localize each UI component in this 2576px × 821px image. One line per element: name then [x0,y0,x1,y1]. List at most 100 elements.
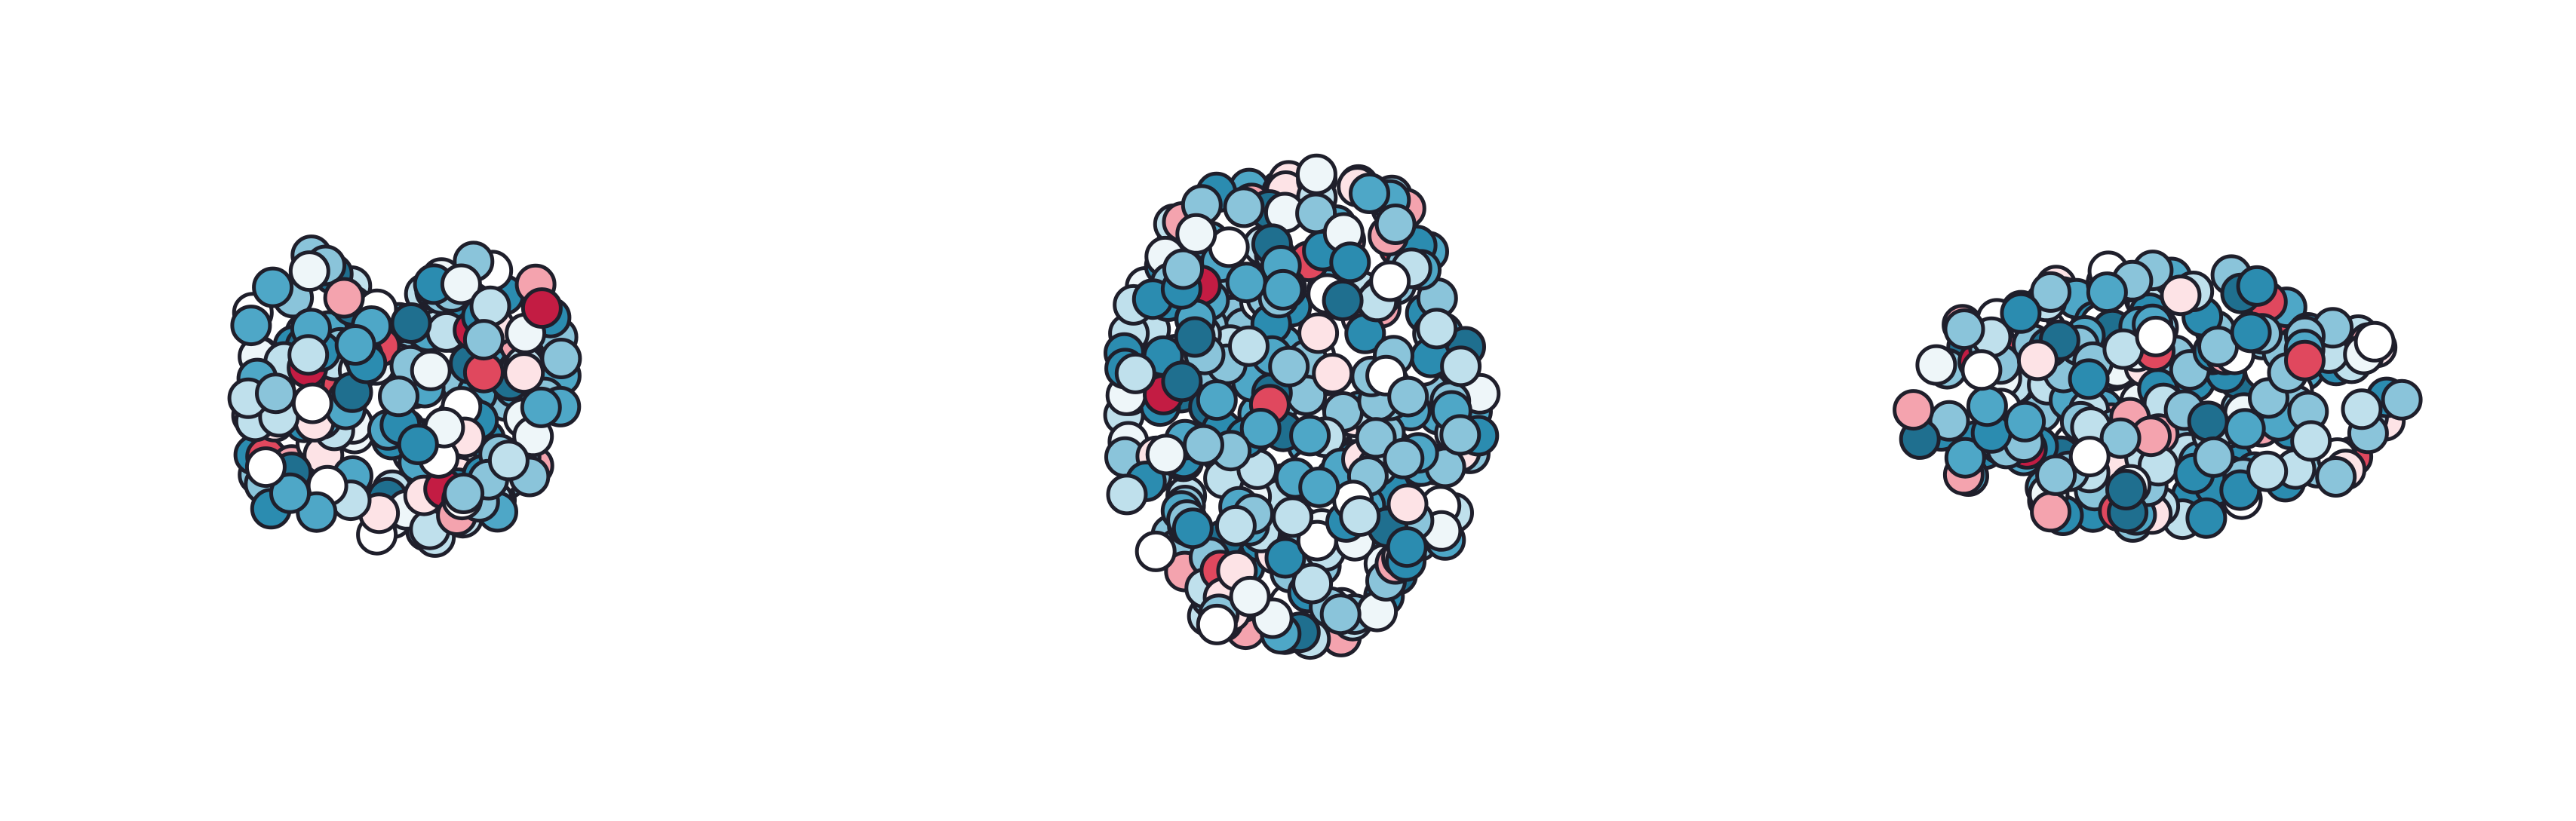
brain-node [520,287,563,329]
brain-node [1386,526,1428,568]
brain-node [1225,262,1267,304]
brain-node [2030,271,2072,313]
brain-node [2381,378,2423,421]
brain-node [1114,352,1156,394]
brain-node [1196,379,1238,421]
brain-node [2230,311,2272,354]
brain-node [487,440,530,482]
brain-node [1228,325,1270,367]
brain-node [1440,345,1482,388]
brain-node [1272,496,1314,538]
brain-node [1966,385,2008,427]
brain-node [1416,308,1458,350]
brain-node [323,277,365,319]
brain-node [440,263,482,305]
brain-node [2030,491,2072,533]
brain-node [1145,433,1187,476]
brain-node [252,266,294,308]
brain-node [2135,315,2177,357]
brain-node [291,382,333,424]
brain-node [2086,271,2128,314]
brain-node [1175,213,1217,255]
brain-node [2105,469,2147,510]
brain-node [1349,173,1390,214]
brain-node [287,334,330,376]
brain-node [1239,408,1282,449]
axial-view [1103,153,1501,660]
brain-node [2099,417,2142,459]
brain-node [2000,292,2042,334]
brain-node [520,386,562,428]
brain-node [2185,497,2228,539]
brain-node [1369,260,1411,302]
brain-node [443,473,485,514]
brain-node [410,349,452,391]
brain-node [1161,360,1203,403]
brain-node [1262,268,1304,311]
brain-node [1296,519,1338,562]
brain-node [1289,415,1331,457]
coronal-view [227,234,582,558]
brain-node [397,424,439,465]
brain-node [2290,420,2332,462]
brain-node [1383,437,1425,479]
brain-node [1915,344,1957,386]
brain-node [2193,436,2235,478]
brain-node [2016,339,2059,381]
brain-node [1106,473,1148,516]
brain-node [1264,537,1306,579]
brain-node [2315,456,2357,498]
brain-node [1944,437,1986,479]
brain-node [1295,153,1337,195]
brain-node [2035,454,2077,496]
brain-node [2004,400,2046,443]
brain-node [1174,316,1216,358]
brain-node [1893,389,1935,431]
brain-node [1322,280,1364,321]
brain-node [2160,274,2202,317]
brain-node [1297,312,1340,354]
brain-node [2068,436,2111,478]
brain-node [2068,358,2110,400]
brain-node [1339,495,1381,538]
brain-node [1268,345,1310,388]
brain-node [1171,507,1214,550]
brain-node [462,319,505,361]
sagittal-view [1893,250,2423,543]
brain-node [269,472,311,514]
brain-node [334,324,376,366]
brain-node [1298,466,1340,508]
brain-node [1196,603,1238,645]
brain-node [1439,414,1481,456]
brain-node [1214,504,1257,547]
brain-node [255,372,296,415]
brain-node [2341,388,2383,430]
brain-node [2353,320,2396,363]
brain-node [2187,400,2229,443]
brain-node [288,250,330,293]
brain-node [2236,265,2278,307]
brain-node [1374,204,1417,245]
brain-node [2224,408,2266,450]
brain-node [2246,450,2289,492]
brain-node [1943,308,1985,351]
brain-node [1312,353,1354,394]
brain-node [1183,424,1224,466]
brain-node [1386,483,1429,525]
brain-node [244,446,287,489]
brain-node [540,338,582,379]
brain-node [1134,530,1177,572]
brain-node [1229,575,1271,617]
brain-node [469,285,511,327]
brain-node [230,305,272,347]
brain-node [1162,248,1204,290]
brain-node [1319,593,1362,636]
brain-node [503,352,545,394]
brain-node [2284,339,2326,381]
brain-node [1355,417,1397,459]
brain-node [1387,375,1429,418]
brain-node [390,302,432,344]
brain-node [378,375,419,418]
brain-node [1291,562,1334,605]
